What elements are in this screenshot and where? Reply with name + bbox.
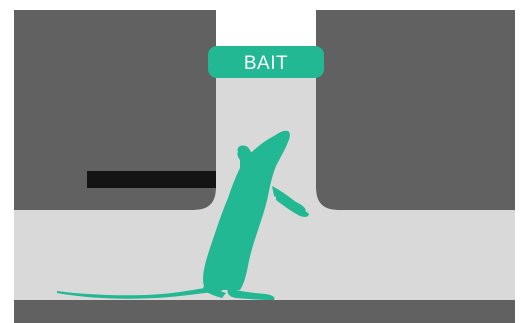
barrier-bar: [87, 171, 216, 188]
wall-upper-right: [316, 10, 515, 210]
corridor-horizontal: [14, 210, 515, 300]
bait-badge: BAIT: [208, 46, 324, 78]
wall-bottom: [14, 300, 515, 323]
bait-label: BAIT: [244, 53, 288, 74]
